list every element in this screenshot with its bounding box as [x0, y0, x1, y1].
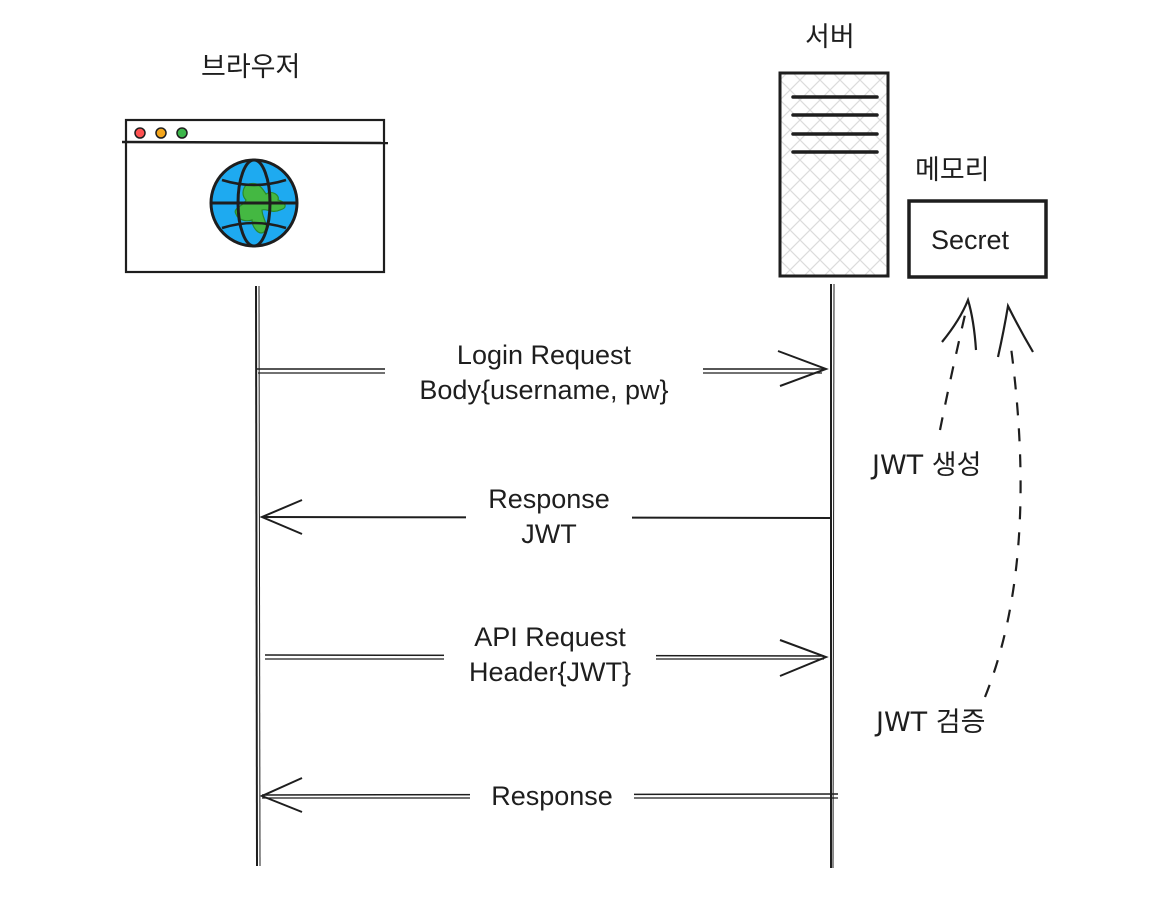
window-close-dot-icon — [134, 127, 146, 139]
login-response-line2: JWT — [521, 519, 577, 549]
jwt-verify-label: JWT 검증 — [876, 707, 986, 738]
api-request-label: API Request Header{JWT} — [444, 620, 656, 690]
jwt-create-arrow — [938, 296, 978, 431]
api-request-line2: Header{JWT} — [468, 657, 632, 687]
memory-secret-label: Secret — [931, 225, 1010, 255]
login-response-label: Response JWT — [466, 482, 632, 552]
browser-window-icon — [121, 118, 389, 274]
memory-title: 메모리 — [915, 155, 990, 186]
globe-icon — [209, 158, 299, 248]
login-request-line1: Login Request — [456, 340, 632, 370]
login-request-line2: Body{username, pw} — [419, 375, 669, 405]
browser-lifeline — [255, 285, 261, 867]
api-response-line1: Response — [491, 781, 613, 811]
memory-box — [907, 199, 1048, 279]
server-lifeline — [830, 283, 835, 869]
api-response-label: Response — [470, 779, 634, 814]
server-title: 서버 — [805, 22, 855, 53]
browser-title: 브라우저 — [201, 52, 301, 83]
api-request-line1: API Request — [474, 622, 626, 652]
login-request-label: Login Request Body{username, pw} — [385, 338, 703, 408]
jwt-verify-arrow — [983, 302, 1034, 698]
window-maximize-dot-icon — [176, 127, 188, 139]
window-minimize-dot-icon — [155, 127, 167, 139]
jwt-create-label: JWT 생성 — [872, 450, 982, 481]
server-icon — [778, 71, 890, 278]
login-response-line1: Response — [488, 484, 610, 514]
